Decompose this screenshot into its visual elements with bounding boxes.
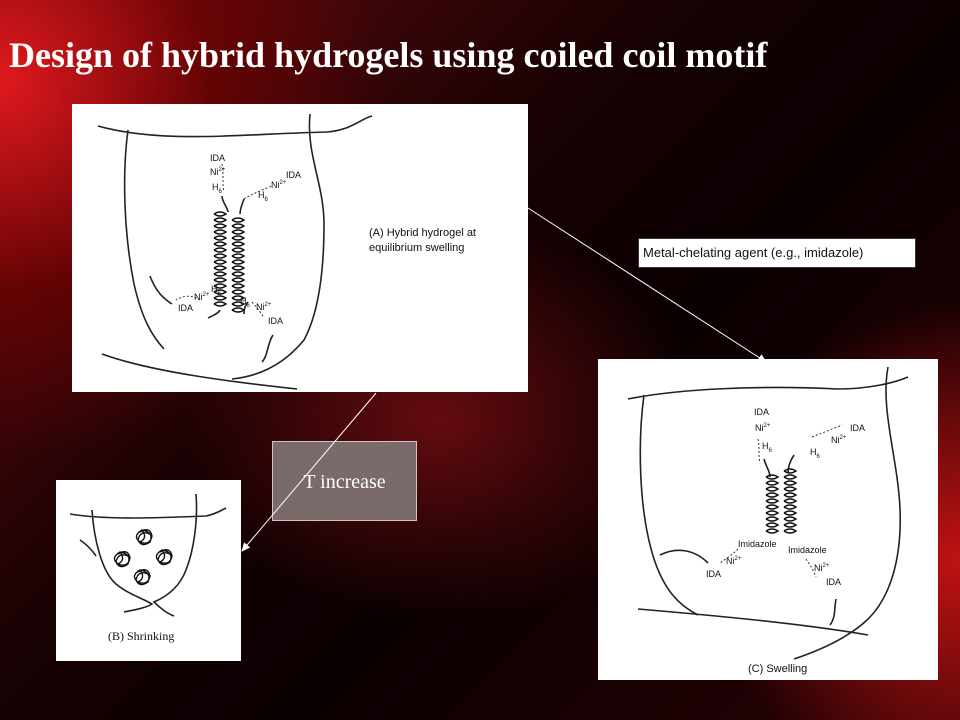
panel-a-hybrid-hydrogel: IDA Ni2+ H6 IDA Ni2+ H6 Ni2+ H6 IDA H6 N… bbox=[72, 104, 528, 392]
panel-c-swelling: IDA Ni2+ H6 IDA Ni2+ H6 Imidazole Imidaz… bbox=[598, 359, 938, 680]
panel-a-h6-top-left: H bbox=[212, 182, 219, 192]
panel-c-ida-bottom-right: IDA bbox=[826, 577, 841, 587]
svg-text:Ni2+: Ni2+ bbox=[831, 435, 847, 445]
panel-a-h6-top-right: H bbox=[258, 190, 265, 200]
panel-c-ni-top-left: Ni bbox=[755, 423, 764, 433]
svg-text:Ni2+: Ni2+ bbox=[726, 556, 742, 566]
panel-c-h6-top-left: H bbox=[762, 441, 769, 451]
panel-c-ni-bottom-left: Ni bbox=[726, 556, 735, 566]
panel-a-caption-line1: (A) Hybrid hydrogel at bbox=[369, 227, 476, 239]
panel-a-ida-bottom-right: IDA bbox=[268, 316, 283, 326]
svg-text:Ni2+: Ni2+ bbox=[210, 167, 226, 177]
svg-text:H6: H6 bbox=[211, 284, 222, 297]
panel-b-network-diagram: (B) Shrinking bbox=[69, 493, 227, 643]
panel-b-caption: (B) Shrinking bbox=[108, 629, 174, 643]
panel-a-network-diagram: IDA Ni2+ H6 IDA Ni2+ H6 Ni2+ H6 IDA H6 N… bbox=[97, 113, 476, 390]
panel-c-network-diagram: IDA Ni2+ H6 IDA Ni2+ H6 Imidazole Imidaz… bbox=[627, 366, 909, 675]
panel-c-ni-top-right: Ni bbox=[831, 435, 840, 445]
panel-c-ida-bottom-left: IDA bbox=[706, 569, 721, 579]
svg-text:Ni2+: Ni2+ bbox=[256, 302, 272, 312]
panel-a-h6-bottom-right: H bbox=[240, 296, 247, 306]
t-increase-label: T increase bbox=[272, 441, 417, 521]
svg-text:Ni2+: Ni2+ bbox=[194, 292, 210, 302]
panel-c-ida-top-left: IDA bbox=[754, 407, 769, 417]
panel-a-ni-bottom-left: Ni bbox=[194, 292, 203, 302]
panel-c-imidazole-left: Imidazole bbox=[738, 539, 777, 549]
panel-c-ni-bottom-right: Ni bbox=[814, 563, 823, 573]
panel-a-caption-line2: equilibrium swelling bbox=[369, 242, 464, 254]
arrow-to-swelling bbox=[527, 207, 767, 363]
panel-a-h6-bottom-left: H bbox=[211, 284, 218, 294]
panel-a-ida-bottom-left: IDA bbox=[178, 303, 193, 313]
panel-c-caption: (C) Swelling bbox=[748, 663, 807, 675]
panel-c-h6-top-right: H bbox=[810, 447, 817, 457]
svg-text:H6: H6 bbox=[810, 447, 821, 460]
panel-a-ni-bottom-right: Ni bbox=[256, 302, 265, 312]
panel-b-shrinking: (B) Shrinking bbox=[56, 480, 241, 661]
slide-title: Design of hybrid hydrogels using coiled … bbox=[9, 35, 768, 75]
panel-a-ni-top-right: Ni bbox=[271, 180, 280, 190]
panel-c-ida-top-right: IDA bbox=[850, 423, 865, 433]
panel-c-imidazole-right: Imidazole bbox=[788, 545, 827, 555]
svg-text:H6: H6 bbox=[258, 190, 269, 203]
svg-text:H6: H6 bbox=[240, 296, 251, 309]
svg-text:Ni2+: Ni2+ bbox=[814, 563, 830, 573]
panel-a-ida-top-right: IDA bbox=[286, 170, 301, 180]
panel-a-ida-top-left: IDA bbox=[210, 153, 225, 163]
chelating-agent-label: Metal-chelating agent (e.g., imidazole) bbox=[638, 238, 916, 268]
svg-text:H6: H6 bbox=[762, 441, 773, 454]
svg-text:Ni2+: Ni2+ bbox=[271, 180, 287, 190]
svg-text:H6: H6 bbox=[212, 182, 223, 195]
panel-a-ni-top-left: Ni bbox=[210, 167, 219, 177]
svg-text:Ni2+: Ni2+ bbox=[755, 423, 771, 433]
